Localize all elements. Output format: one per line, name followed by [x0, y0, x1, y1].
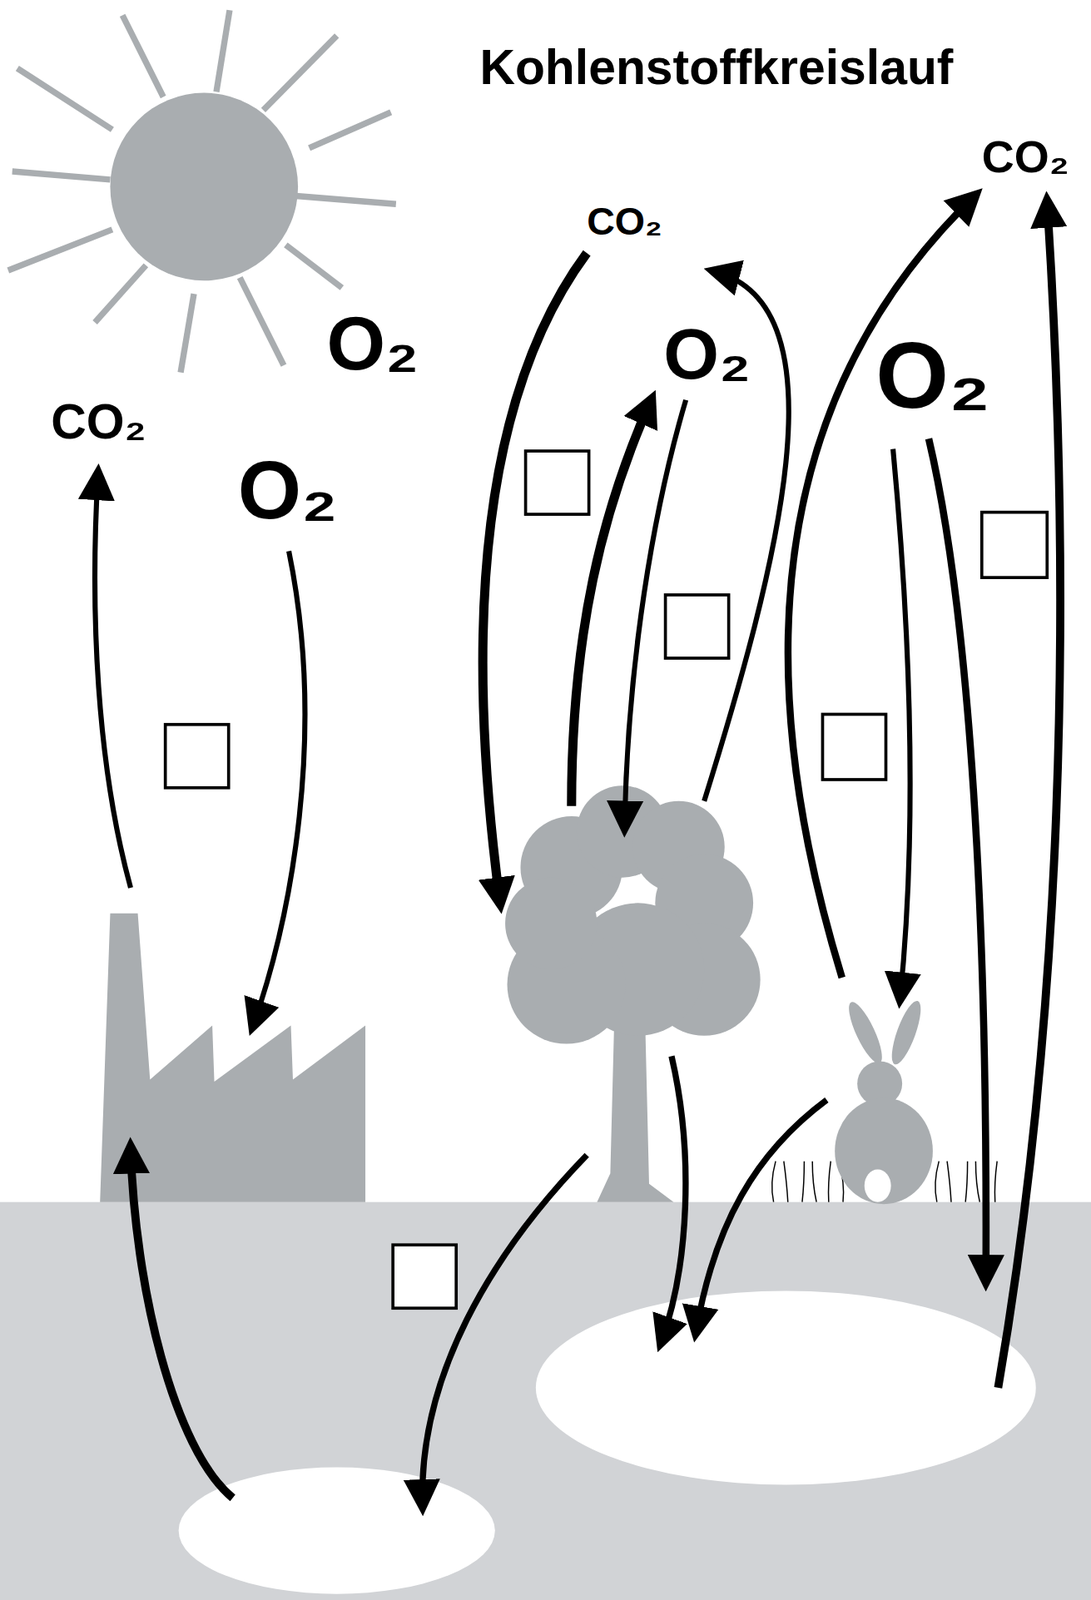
flow-arrow: [928, 438, 987, 1281]
grass-blade: [802, 1161, 804, 1203]
grass-blade: [994, 1161, 997, 1203]
sun-ray: [8, 229, 113, 271]
rabbit: [834, 997, 933, 1205]
flow-arrow: [252, 550, 305, 1026]
flow-arrow: [94, 474, 131, 888]
flow-arrow: [661, 1056, 686, 1342]
grass-blade: [965, 1161, 968, 1203]
flow-arrow: [997, 202, 1061, 1389]
answer-box: [525, 451, 590, 515]
grass-blade: [975, 1161, 980, 1203]
grass-blade: [947, 1161, 952, 1203]
sun-ray: [180, 293, 194, 372]
grass-blade: [772, 1161, 776, 1203]
tree-crown: [505, 877, 597, 970]
gas-label: O₂: [663, 318, 751, 391]
sun-ray: [285, 244, 342, 288]
answer-box: [981, 512, 1047, 578]
tree-trunk: [596, 1015, 674, 1202]
flow-arrow: [892, 449, 910, 999]
diagram-title: Kohlenstoffkreislauf: [479, 43, 953, 93]
sun-ray: [309, 112, 392, 149]
flow-arrow: [130, 1148, 234, 1499]
flow-arrow: [788, 195, 975, 977]
flow-arrow: [695, 1100, 827, 1332]
rabbit-tail: [864, 1169, 892, 1202]
sun-ray: [17, 68, 113, 130]
gas-label: CO₂: [981, 134, 1070, 180]
answer-boxes: [165, 451, 1048, 1309]
grass-blade: [812, 1161, 817, 1203]
gas-label: O₂: [875, 328, 991, 423]
grass-blade: [935, 1161, 939, 1203]
factory: [99, 913, 366, 1203]
gas-label: CO₂: [586, 202, 663, 242]
sun-ray: [216, 9, 230, 92]
rabbit-body: [834, 1098, 933, 1206]
rabbit-ear: [886, 997, 927, 1068]
rabbit-ear: [843, 998, 888, 1068]
sun-ray: [239, 277, 284, 366]
answer-box: [822, 714, 886, 779]
answer-box: [392, 1244, 457, 1309]
sun-ray: [122, 14, 164, 97]
flow-arrow: [422, 1155, 588, 1506]
sun-ray: [296, 195, 397, 204]
sun-ray: [262, 35, 337, 111]
sun: [109, 93, 298, 282]
ground: [0, 1202, 1091, 1600]
gas-label: O₂: [238, 449, 338, 531]
sun-ray: [12, 171, 111, 180]
grass-blade: [828, 1161, 832, 1203]
answer-box: [665, 595, 729, 659]
gas-label: CO₂: [50, 397, 146, 447]
sun-ray: [94, 265, 146, 323]
grass-blade: [783, 1161, 789, 1203]
flow-arrows: [94, 195, 1061, 1505]
gas-label: O₂: [326, 306, 419, 382]
soil-reservoir: [535, 1290, 1037, 1485]
answer-box: [165, 724, 229, 789]
tree: [505, 785, 761, 1202]
